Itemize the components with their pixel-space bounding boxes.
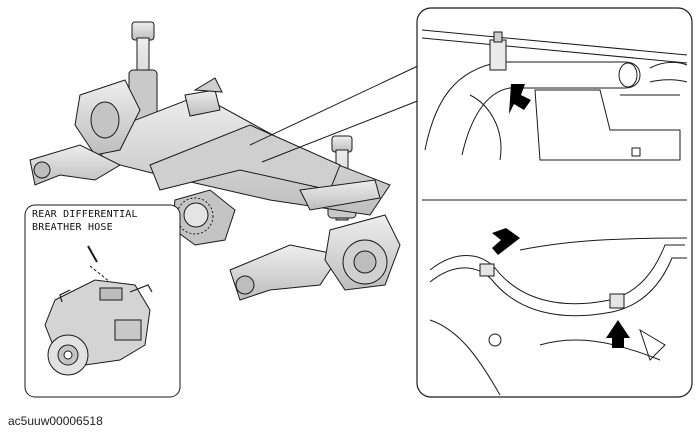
leader-line-lower [261,99,421,163]
lower-hose-clip-2 [609,293,625,309]
lower-hose-clip-1 [479,263,495,277]
callout-label-line1: REAR DIFFERENTIAL [32,209,138,220]
lower-clip-panel [429,237,688,396]
suspension-diagram [24,7,693,398]
clip-detail-inset [416,7,693,398]
callout-label-line2: BREATHER HOSE [32,222,113,233]
leader-line-upper [249,64,421,146]
lower-clip-arrow-1 [492,228,520,255]
right-lower-arm [229,244,341,301]
rear-subframe-assembly [29,21,401,301]
lower-clip-arrow-2 [606,320,630,348]
lower-hose [429,244,685,305]
left-shock-absorber [131,21,155,41]
upper-clip-arrow [509,84,531,114]
figure-code: ac5uuw00006518 [8,414,103,428]
breather-hose-inset [24,204,181,398]
left-lower-arm [29,144,122,186]
upper-hose [424,61,641,156]
upper-clip-panel [421,29,688,161]
upper-hose-clip [489,39,507,71]
